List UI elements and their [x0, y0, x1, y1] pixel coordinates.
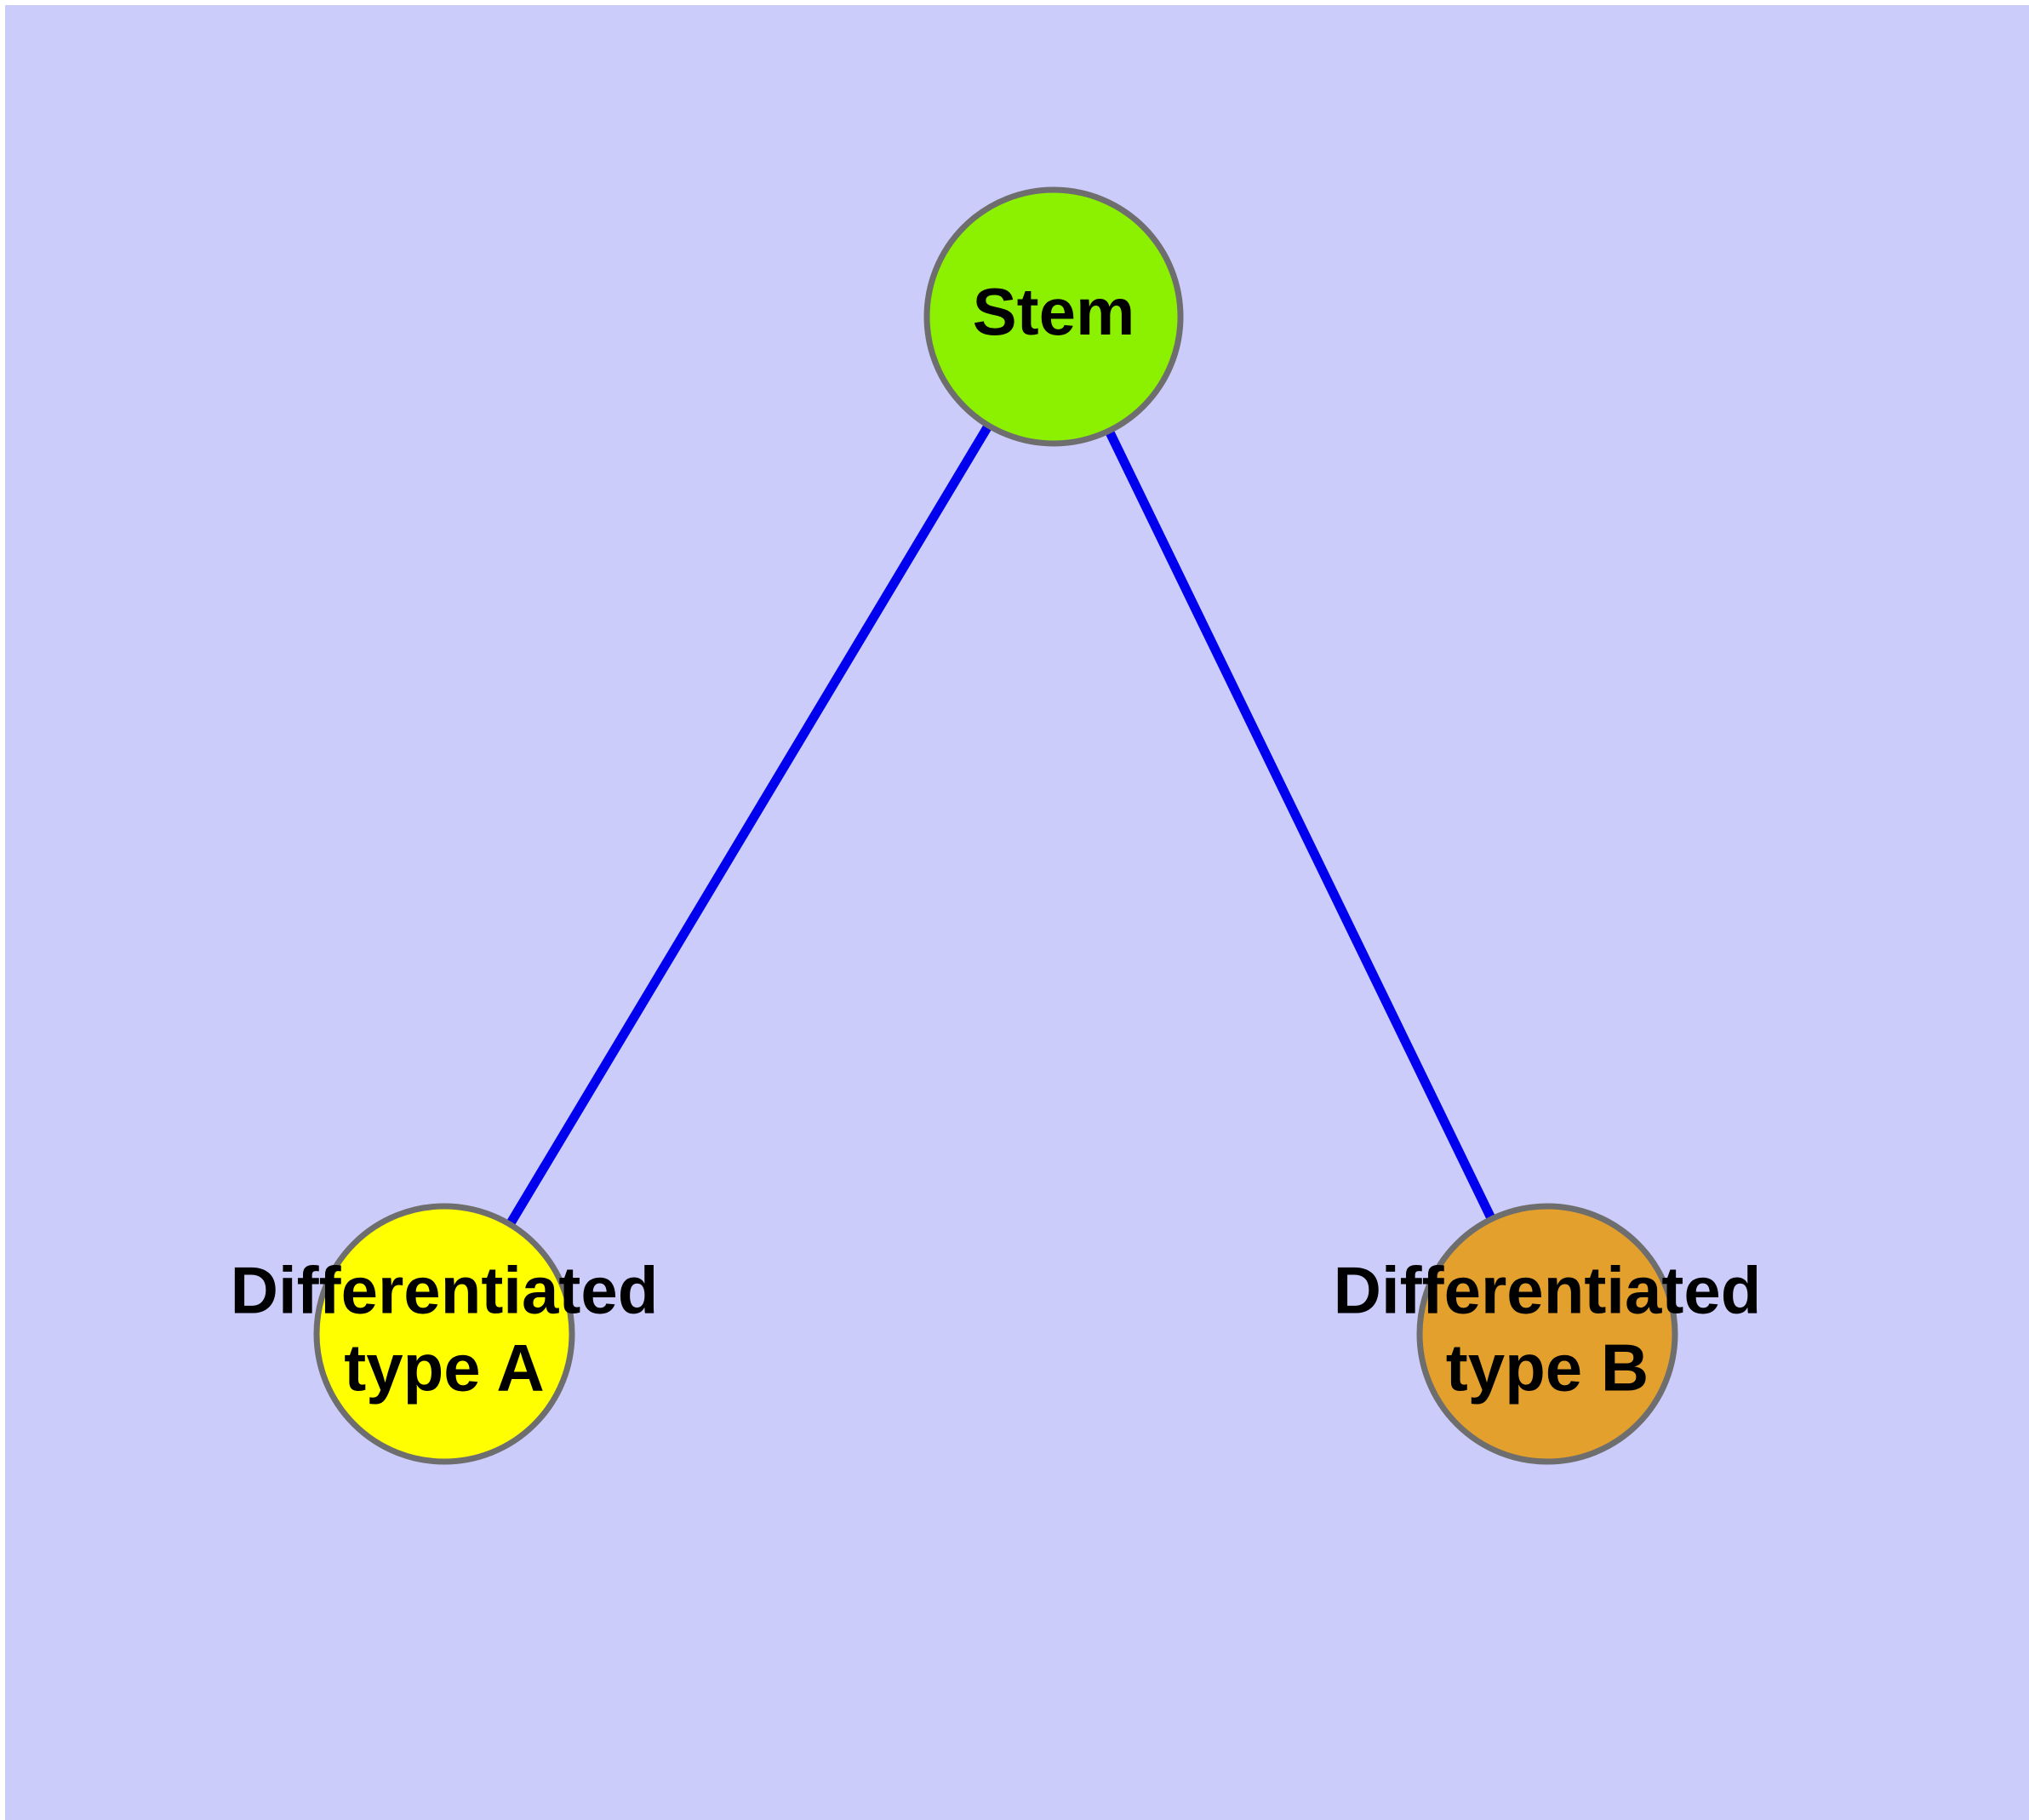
graph-edge[interactable] [440, 314, 1058, 1336]
graph-node-label-line: type A [344, 1330, 545, 1405]
nodes-layer [313, 186, 1678, 1465]
graph-node-stem[interactable] [923, 186, 1184, 447]
edges-layer [440, 314, 1552, 1336]
graph-node-label-stem: Stem [973, 274, 1135, 349]
graph-node-label-line: Differentiated [1334, 1252, 1762, 1327]
graph-node-diff_a[interactable] [313, 1203, 575, 1465]
graph-node-label-line: Differentiated [231, 1252, 659, 1327]
graph-node-label-line: Stem [973, 274, 1135, 349]
graph-node-diff_b[interactable] [1416, 1203, 1678, 1465]
graph-edge[interactable] [1049, 314, 1552, 1336]
graph-node-label-line: type B [1446, 1330, 1649, 1405]
